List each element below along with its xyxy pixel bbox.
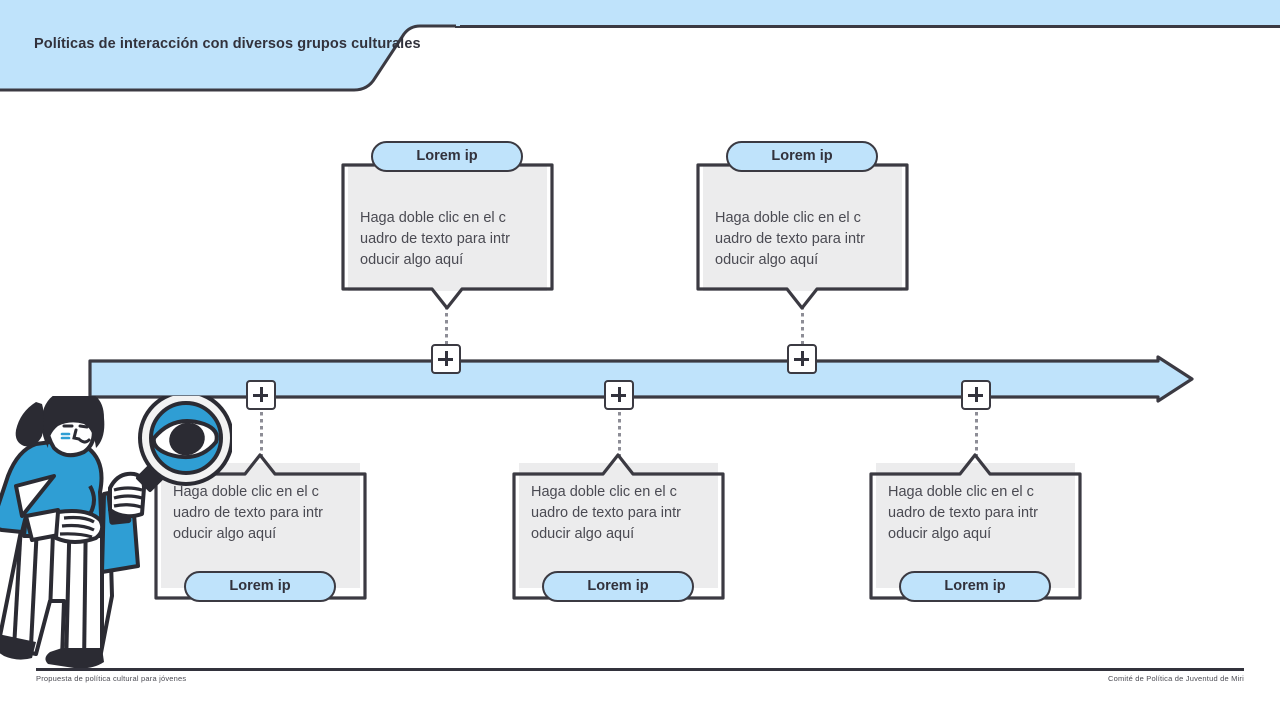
card-top-1[interactable]: Haga doble clic en el c uadro de texto p… (340, 141, 555, 310)
eye-in-magnifier-icon (151, 419, 219, 459)
card-pill-label[interactable]: Lorem ip (542, 571, 694, 602)
card-body-text: Haga doble clic en el c uadro de texto p… (715, 210, 865, 268)
shoe-right (45, 648, 104, 669)
shoe-left (0, 634, 36, 660)
card-body-text: Haga doble clic en el c uadro de texto p… (531, 484, 681, 542)
eyebrow (78, 424, 89, 429)
connector-bottom-3 (975, 412, 978, 458)
plus-icon-bottom-1[interactable] (246, 380, 276, 410)
plus-icon-bottom-2[interactable] (604, 380, 634, 410)
card-bottom-1[interactable]: Haga doble clic en el c uadro de texto p… (153, 453, 368, 602)
card-frame (341, 163, 554, 310)
connector-bottom-1 (260, 412, 263, 458)
mouth (78, 438, 91, 444)
footer-left-text: Propuesta de política cultural para jóve… (36, 674, 187, 683)
plus-icon-bottom-3[interactable] (961, 380, 991, 410)
hair (41, 389, 105, 448)
card-body-text: Haga doble clic en el c uadro de texto p… (888, 484, 1038, 542)
header-rule (455, 25, 1280, 28)
card-pill-label[interactable]: Lorem ip (899, 571, 1051, 602)
page-title: Políticas de interacción con diversos gr… (34, 36, 421, 52)
card-fill (876, 463, 1075, 588)
card-pill-label[interactable]: Lorem ip (184, 571, 336, 602)
card-frame (696, 163, 909, 310)
card-fill (348, 166, 547, 291)
connector-top-1 (445, 306, 448, 352)
card-top-2[interactable]: Haga doble clic en el c uadro de texto p… (695, 141, 910, 310)
card-fill (703, 166, 902, 291)
card-frame (512, 453, 725, 600)
connector-bottom-2 (618, 412, 621, 458)
card-body-text: Haga doble clic en el c uadro de texto p… (360, 210, 510, 268)
footer-right-text: Comité de Política de Juventud de Miri (1108, 674, 1244, 683)
woman-with-magnifying-glass-illustration (0, 389, 234, 671)
card-bottom-3[interactable]: Haga doble clic en el c uadro de texto p… (868, 453, 1083, 602)
plus-icon-top-1[interactable] (431, 344, 461, 374)
blush (60, 432, 71, 440)
card-pill-label[interactable]: Lorem ip (371, 141, 523, 172)
plus-icon-top-2[interactable] (787, 344, 817, 374)
card-pill-label[interactable]: Lorem ip (726, 141, 878, 172)
card-frame (154, 453, 367, 600)
connector-top-2 (801, 306, 804, 352)
card-fill (519, 463, 718, 588)
card-frame (869, 453, 1082, 600)
ponytail (15, 402, 44, 447)
card-body-text: Haga doble clic en el c uadro de texto p… (173, 484, 323, 542)
nose (72, 428, 81, 441)
footer-rule (36, 668, 1244, 671)
card-bottom-2[interactable]: Haga doble clic en el c uadro de texto p… (511, 453, 726, 602)
header-tab-shape (0, 0, 460, 95)
